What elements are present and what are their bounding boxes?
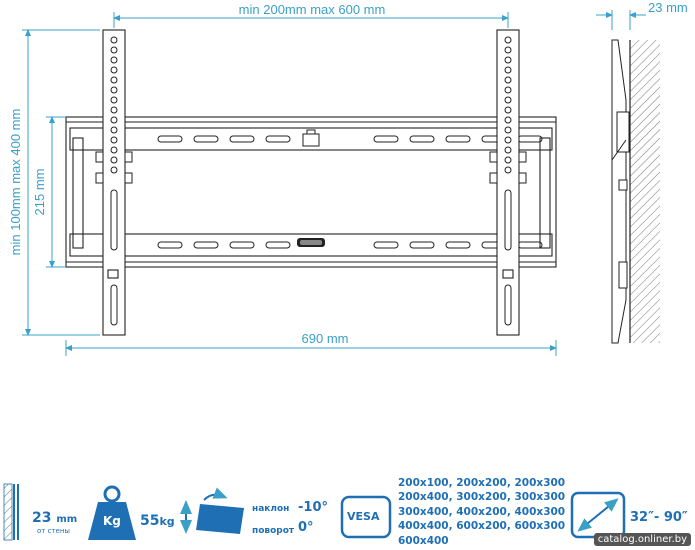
rail-slot	[373, 241, 399, 249]
arm-hole	[110, 156, 118, 164]
left-arm	[102, 29, 126, 336]
tilt-label: наклон	[252, 504, 290, 514]
arm-hole	[504, 56, 512, 64]
weight-icon	[88, 485, 136, 540]
arm-hole	[110, 96, 118, 104]
screen-size-value: 32″- 90″	[630, 510, 688, 525]
tilt-icon	[180, 487, 244, 534]
weight-value: 55	[140, 513, 160, 529]
arm-hole	[504, 36, 512, 44]
arm-hole	[110, 106, 118, 114]
rail-slot	[265, 241, 291, 249]
horizontal-rail	[65, 116, 557, 268]
rail-slot	[157, 241, 183, 249]
vesa-pattern-list: 200x100, 200x200, 200x300 200x400, 300x2…	[398, 476, 568, 548]
rail-slot	[229, 135, 255, 143]
arm-hole	[110, 46, 118, 54]
arm-hole	[110, 146, 118, 154]
rail-slot	[229, 241, 255, 249]
rail-slot	[409, 241, 435, 249]
swivel-value: 0°	[298, 520, 314, 535]
rail-slot	[409, 135, 435, 143]
rail-slot	[157, 135, 183, 143]
arm-hole	[504, 46, 512, 54]
dimension-lines	[22, 10, 646, 356]
arm-hole	[504, 116, 512, 124]
arm-slot	[110, 284, 118, 326]
arm-hole	[504, 166, 512, 174]
arm-hole	[504, 66, 512, 74]
rail-slot	[193, 241, 219, 249]
arm-hole	[504, 76, 512, 84]
depth-spec: 23 mm	[32, 510, 77, 526]
spec-strip: 23 mm от стены Kg 55kg наклон -10° повор…	[0, 470, 695, 550]
arm-hole	[110, 86, 118, 94]
arm-hole	[504, 106, 512, 114]
rail-slots	[157, 135, 543, 249]
weight-spec: 55kg	[140, 513, 175, 529]
arm-hole	[110, 36, 118, 44]
arm-hole	[110, 136, 118, 144]
vesa-pattern: 600x400	[398, 534, 449, 547]
arm-hole	[504, 86, 512, 94]
arm-hole	[110, 116, 118, 124]
watermark: catalog.onliner.by	[593, 533, 691, 546]
arm-slot	[110, 189, 118, 251]
rail-slot	[193, 135, 219, 143]
rail-slot	[265, 135, 291, 143]
inner-height-label: 215 mm	[32, 169, 47, 216]
vesa-icon	[340, 495, 392, 539]
wall-depth-icon	[3, 483, 19, 541]
top-width-label: min 200mm max 600 mm	[239, 2, 386, 17]
arm-hole	[504, 126, 512, 134]
depth-label: 23 mm	[648, 0, 688, 15]
side-view	[611, 39, 660, 344]
outer-height-label: min 100mm max 400 mm	[8, 109, 23, 256]
depth-value: 23	[32, 510, 52, 526]
arm-hole	[110, 56, 118, 64]
arm-hole	[110, 166, 118, 174]
right-arm	[496, 29, 520, 336]
depth-unit: mm	[56, 514, 78, 525]
tilt-value: -10°	[298, 500, 328, 515]
swivel-label: поворот	[252, 526, 295, 536]
depth-caption: от стены	[37, 527, 70, 535]
rail-slot	[517, 241, 543, 249]
rail-slot	[373, 135, 399, 143]
vesa-badge: VESA	[347, 510, 380, 523]
arm-slot	[504, 284, 512, 326]
total-width-label: 690 mm	[302, 331, 349, 346]
vesa-pattern: 300x400, 400x200, 400x300	[398, 505, 566, 518]
center-lock	[302, 129, 320, 147]
arm-hole	[504, 156, 512, 164]
vesa-pattern: 200x100, 200x200, 200x300	[398, 477, 566, 489]
vesa-pattern: 200x400, 300x200, 300x300	[398, 491, 566, 504]
arm-hole	[110, 66, 118, 74]
weight-badge: Kg	[103, 514, 121, 528]
rail-slot	[445, 241, 471, 249]
brand-plate	[297, 238, 325, 247]
arm-hole	[504, 136, 512, 144]
arm-hole	[110, 76, 118, 84]
weight-unit: kg	[159, 515, 175, 528]
arm-hole	[504, 96, 512, 104]
arm-holes	[110, 36, 512, 326]
arm-slot	[504, 189, 512, 251]
rail-slot	[445, 135, 471, 143]
rail-slot	[517, 135, 543, 143]
vesa-pattern: 400x400, 600x200, 600x300	[398, 520, 566, 533]
arm-hole	[110, 126, 118, 134]
arm-hole	[504, 146, 512, 154]
arm-clamps	[95, 151, 527, 184]
